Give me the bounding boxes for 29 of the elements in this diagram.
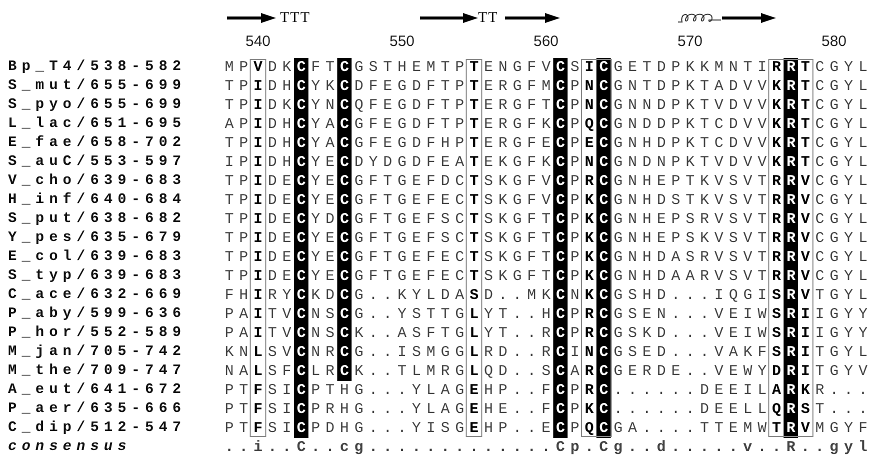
- sequence-name: A_eut/641-672: [8, 381, 186, 400]
- residue-number: 540: [244, 33, 272, 50]
- sequence-name: S_pyo/655-699: [8, 96, 186, 115]
- sequence-name: Bp_T4/538-582: [8, 58, 186, 77]
- sequence-name: S_put/638-682: [8, 210, 186, 229]
- sequence-name: E_col/639-683: [8, 248, 186, 267]
- sequence-name: V_cho/639-683: [8, 172, 186, 191]
- residue-number: 560: [532, 33, 560, 50]
- sequence-name: P_aer/635-666: [8, 400, 186, 419]
- residue-number: 570: [676, 33, 704, 50]
- sequence-name: M_jan/705-742: [8, 343, 186, 362]
- sequence-name: S_typ/639-683: [8, 267, 186, 286]
- sequence-name: M_the/709-747: [8, 362, 186, 381]
- turn-label: TT: [478, 10, 498, 27]
- turn-label: TTT: [280, 10, 310, 27]
- sequence-name: C_dip/512-547: [8, 419, 186, 438]
- sequence-name: Y_pes/635-679: [8, 229, 186, 248]
- sequence-name: P_hor/552-589: [8, 324, 186, 343]
- sequence-name: E_fae/658-702: [8, 134, 186, 153]
- sequence-name: P_aby/599-636: [8, 305, 186, 324]
- consensus-label: consensus: [8, 438, 132, 456]
- sequence-name: S_mut/655-699: [8, 77, 186, 96]
- sequence-name: C_ace/632-669: [8, 286, 186, 305]
- residue-number: 550: [388, 33, 416, 50]
- consensus-sequence: ..i..C..cg.............Cp.Cg..d.....v..R..gyl: [224, 438, 873, 456]
- sequence-name: L_lac/651-695: [8, 115, 186, 134]
- residue-number: 580: [820, 33, 848, 50]
- sequence-name: H_inf/640-684: [8, 191, 186, 210]
- sequence-name: S_auC/553-597: [8, 153, 186, 172]
